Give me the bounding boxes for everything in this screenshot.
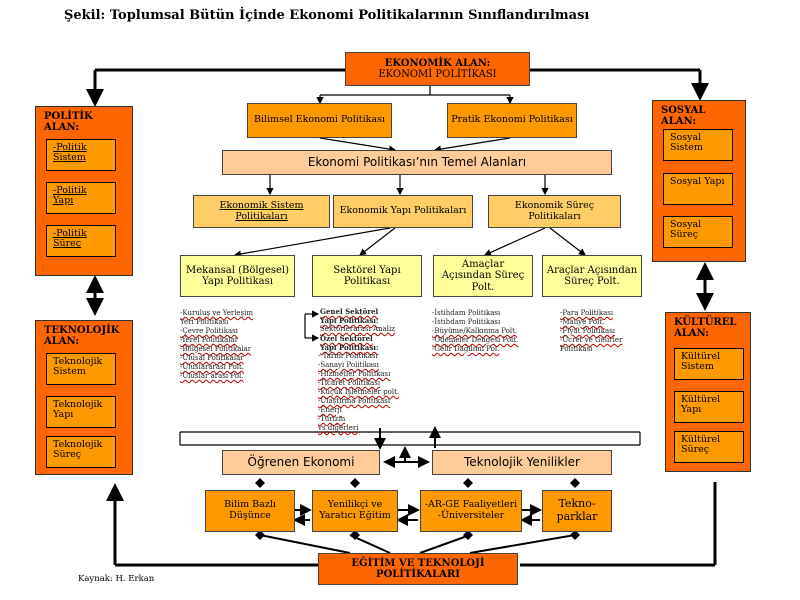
innovative-education-box: Yenilikçi ve Yaratıcı Eğitim bbox=[312, 490, 398, 532]
technological-system: Teknolojik Sistem bbox=[46, 353, 116, 385]
practical-policy-box: Pratik Ekonomi Politikası bbox=[447, 103, 577, 138]
list-item: -Yerel Politikalar bbox=[180, 336, 239, 344]
list-item: Sektörlerarası Analiz bbox=[320, 325, 395, 333]
social-system: Sosyal Sistem bbox=[663, 129, 733, 161]
technoparks-box: Tekno-parklar bbox=[542, 490, 612, 532]
list-item: -Kuruluş ve Yerleşim bbox=[180, 309, 254, 317]
list-item: Politikası bbox=[560, 345, 593, 353]
basic-areas-box: Ekonomi Politikası’nın Temel Alanları bbox=[222, 150, 612, 175]
social-structure: Sosyal Yapı bbox=[663, 173, 733, 205]
science-based-box: Bilim Bazlı Düşünce bbox=[205, 490, 295, 532]
list-item: -İstihdam Politikası bbox=[432, 309, 501, 317]
list-item: Özel Sektörel bbox=[320, 334, 373, 343]
cultural-system: Kültürel Sistem bbox=[674, 348, 744, 380]
list-item: -Ödemeler Dengesi Polt. bbox=[432, 336, 519, 344]
social-process: Sosyal Süreç bbox=[663, 216, 733, 248]
list-item: Yapı Politikası: bbox=[320, 343, 379, 352]
list-item: -Gelir Dağılımı Pol. bbox=[432, 345, 500, 353]
tool-process-box: Araçlar Açısından Süreç Polt. bbox=[542, 255, 642, 297]
list-item: -Ücret ve Gelirler bbox=[560, 336, 623, 344]
cultural-area-panel: KÜLTÜREL ALAN: Kültürel Sistem Kültürel … bbox=[665, 312, 751, 472]
list-item: Yapı Politikası: bbox=[320, 316, 379, 325]
education-tech-box: EĞİTİM VE TEKNOLOJİ POLİTİKALARI bbox=[318, 553, 518, 585]
social-area-title: SOSYAL ALAN: bbox=[661, 105, 706, 127]
list-item: -Ulusal Politikalar bbox=[180, 354, 244, 362]
list-item: -Hizmetler Politikası bbox=[318, 370, 391, 378]
list-item: -Bölgesel Politikalar bbox=[180, 345, 252, 353]
list-item: -Ulaştırma Politikası bbox=[318, 397, 391, 405]
list-item: -Uluslar arası Pol. bbox=[180, 372, 244, 380]
list-item: -Çevre Politikası bbox=[180, 327, 238, 335]
political-area-panel: POLİTİK ALAN: -Politik Sistem -Politik Y… bbox=[35, 106, 133, 276]
list-item: -Ticaret Politikası bbox=[318, 379, 381, 387]
technological-process: Teknolojik Süreç bbox=[46, 436, 116, 468]
technological-area-panel: TEKNOLOJİK ALAN: Teknolojik Sistem Tekno… bbox=[35, 320, 133, 475]
spatial-policy-box: Mekansal (Bölgesel) Yapı Politikası bbox=[180, 255, 295, 297]
economic-area-line1: EKONOMİK ALAN: bbox=[384, 57, 491, 69]
system-policy-box: Ekonomik Sistem Politikaları bbox=[193, 195, 330, 228]
tool-list: -Para Politikası -Maliye Polt. -Fiyat Po… bbox=[560, 309, 622, 354]
goal-process-box: Amaçlar Açısından Süreç Polt. bbox=[433, 255, 533, 297]
cultural-structure: Kültürel Yapı bbox=[674, 391, 744, 423]
spatial-list: -Kuruluş ve Yerleşim Yeri Politikası -Çe… bbox=[180, 309, 253, 381]
goal-list: -İstihdam Politikası -İstihdam Politikas… bbox=[432, 309, 518, 354]
list-item: -Turizm bbox=[318, 415, 346, 423]
political-process: -Politik Süreç bbox=[46, 225, 116, 257]
sectoral-head-list: Genel Sektörel Yapı Politikası: Sektörle… bbox=[320, 307, 395, 352]
list-item: -Büyüme/Kalkınma Polt. bbox=[432, 327, 518, 335]
list-item: -Sanayi Politikası bbox=[318, 361, 379, 369]
list-item: Yeri Politikası bbox=[180, 318, 229, 326]
economic-area-box: EKONOMİK ALAN: EKONOMİ POLİTİKASI bbox=[345, 52, 530, 86]
tech-innovation-box: Teknolojik Yenilikler bbox=[432, 450, 612, 475]
structure-policy-box: Ekonomik Yapı Politikaları bbox=[333, 195, 473, 228]
sectoral-policy-box: Sektörel Yapı Politikası bbox=[312, 255, 422, 297]
source-note: Kaynak: H. Erkan bbox=[78, 574, 155, 584]
cultural-process: Kültürel Süreç bbox=[674, 431, 744, 463]
technological-area-title: TEKNOLOJİK ALAN: bbox=[44, 325, 120, 347]
list-item: -Küçük İşletmeler polt. bbox=[318, 388, 400, 396]
list-item: Genel Sektörel bbox=[320, 307, 379, 316]
scientific-policy-box: Bilimsel Ekonomi Politikası bbox=[247, 103, 392, 138]
political-system: -Politik Sistem bbox=[46, 139, 116, 171]
list-item: -Maliye Polt. bbox=[560, 318, 605, 326]
cultural-area-title: KÜLTÜREL ALAN: bbox=[674, 317, 737, 339]
political-area-title: POLİTİK ALAN: bbox=[44, 111, 93, 133]
figure-title: Şekil: Toplumsal Bütün İçinde Ekonomi Po… bbox=[64, 8, 590, 23]
political-structure: -Politik Yapı bbox=[46, 182, 116, 214]
technological-structure: Teknolojik Yapı bbox=[46, 396, 116, 428]
list-item: - Tarım Politikası bbox=[318, 352, 378, 360]
rd-universities-box: -AR-GE Faaliyetleri -Üniversiteler bbox=[420, 490, 522, 532]
list-item: -Fiyat Politikası bbox=[560, 327, 616, 335]
list-item: -Enerji bbox=[318, 406, 342, 414]
list-item: -Uluslararası Polt. bbox=[180, 363, 245, 371]
process-policy-box: Ekonomik Süreç Politikaları bbox=[488, 195, 621, 228]
learning-economy-box: Öğrenen Ekonomi bbox=[222, 450, 380, 475]
sectoral-list: - Tarım Politikası -Sanayi Politikası -H… bbox=[318, 352, 399, 433]
social-area-panel: SOSYAL ALAN: Sosyal Sistem Sosyal Yapı S… bbox=[652, 100, 746, 262]
economic-area-line2: EKONOMİ POLİTİKASI bbox=[378, 69, 497, 80]
list-item: vs diğerleri bbox=[318, 424, 359, 432]
list-item: -İstihdam Politikası bbox=[432, 318, 501, 326]
list-item: -Para Politikası bbox=[560, 309, 614, 317]
